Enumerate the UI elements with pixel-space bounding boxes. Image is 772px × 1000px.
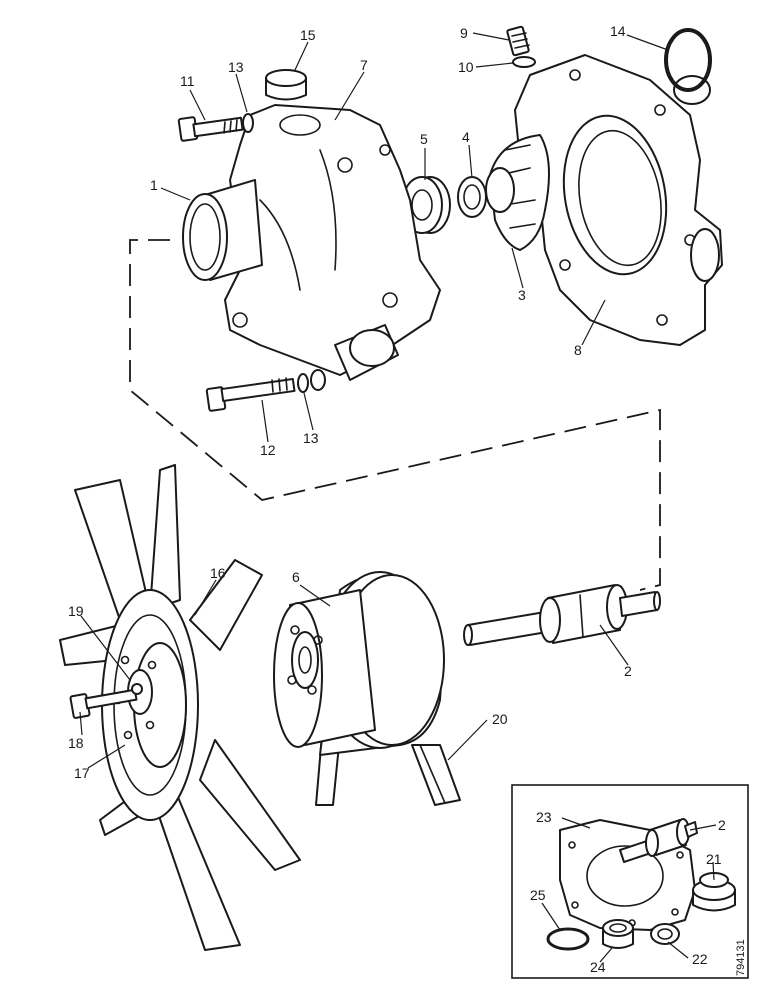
bleed-screw-washer: [512, 56, 536, 68]
callout-3: 3: [518, 287, 526, 303]
callout-16: 16: [210, 565, 226, 581]
pulley-hub: [273, 571, 445, 806]
bearing-spindle: [463, 584, 661, 646]
callout-20: 20: [492, 711, 508, 727]
callout-9: 9: [460, 25, 468, 41]
cap: [265, 69, 307, 101]
callout-2-inset: 2: [718, 817, 726, 833]
bleed-screw: [506, 25, 530, 57]
callout-5: 5: [420, 131, 428, 147]
callout-7: 7: [360, 57, 368, 73]
callout-15: 15: [300, 27, 316, 43]
inset-seal: [650, 923, 680, 945]
callout-1: 1: [150, 177, 158, 193]
o-ring: [664, 28, 712, 92]
callout-13-upper: 13: [228, 59, 244, 75]
callout-22: 22: [692, 951, 708, 967]
inset-o-ring: [546, 927, 590, 951]
assembly-dashed-line: [129, 239, 661, 591]
callout-24: 24: [590, 959, 606, 975]
callout-8: 8: [574, 342, 582, 358]
callout-17: 17: [74, 765, 90, 781]
callout-6: 6: [292, 569, 300, 585]
fan-bolt-washer: [131, 683, 143, 695]
fan-belt: [411, 744, 461, 806]
inset-bearing-spindle: [619, 818, 698, 863]
callout-23: 23: [536, 809, 552, 825]
inset-bush: [602, 919, 634, 949]
callout-14: 14: [610, 23, 626, 39]
callout-12: 12: [260, 442, 276, 458]
fan-bolt: [69, 688, 138, 719]
outlet-spigot: [334, 324, 399, 381]
callout-11: 11: [180, 73, 195, 89]
inlet-spigot: [182, 179, 263, 281]
callout-19: 19: [68, 603, 84, 619]
callout-4: 4: [462, 129, 470, 145]
callout-18: 18: [68, 735, 84, 751]
callout-10: 10: [458, 59, 474, 75]
callout-25: 25: [530, 887, 546, 903]
rear-housing-plate: [514, 54, 723, 346]
leader-lines: [79, 32, 717, 963]
small-seal: [457, 176, 487, 218]
callout-13-lower: 13: [303, 430, 319, 446]
callout-21: 21: [706, 851, 722, 867]
washer-lower: [297, 373, 309, 393]
bolt-upper: [177, 116, 244, 142]
fan: [59, 464, 301, 951]
washer-lower-b: [310, 369, 326, 391]
callout-2: 2: [624, 663, 632, 679]
inset-cap: [692, 872, 736, 912]
washer-upper: [242, 113, 254, 133]
inset-frame: [511, 784, 749, 979]
bolt-lower: [205, 377, 296, 412]
impeller: [485, 134, 550, 251]
drawing-number: 794131: [735, 939, 747, 976]
